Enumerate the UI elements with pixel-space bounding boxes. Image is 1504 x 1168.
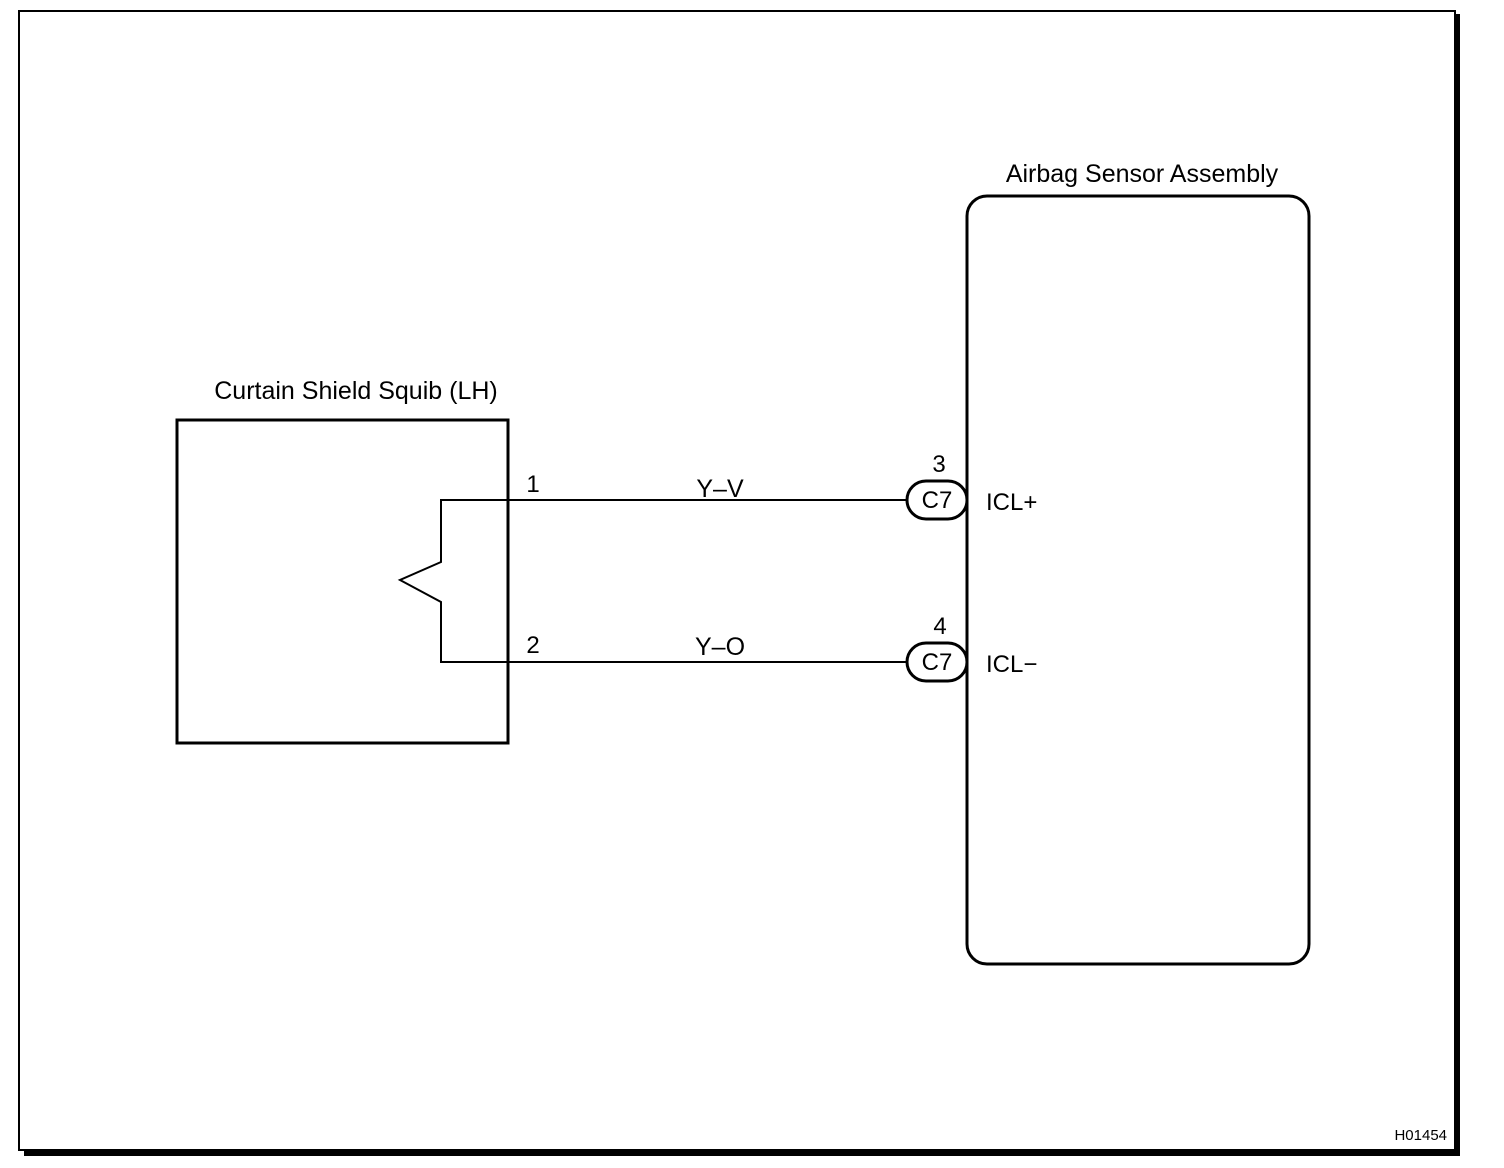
wire-2: Y–O (508, 633, 907, 663)
sensor-box (965, 194, 1311, 966)
diagram-frame (18, 10, 1456, 1151)
connector-pin-4-number: 4 (933, 613, 946, 640)
wire-1: Y–V (508, 475, 907, 503)
squib-pin-1-label: 1 (526, 471, 539, 498)
sensor-title: Airbag Sensor Assembly (1006, 160, 1279, 188)
connector-c7-pin3-label: C7 (922, 487, 953, 514)
squib-pin-2-label: 2 (526, 632, 539, 659)
figure-code: H01454 (1394, 1127, 1447, 1144)
connector-c7-pin3: C7 3 (905, 451, 969, 521)
connector-c7-pin4: C7 4 (905, 613, 969, 683)
sensor-terminal-icl-minus: ICL− (986, 651, 1037, 678)
connector-c7-pin4-shape (905, 641, 969, 683)
sensor-terminal-icl-plus: ICL+ (986, 489, 1037, 516)
squib-component: Curtain Shield Squib (LH) 1 2 (175, 377, 540, 745)
squib-title: Curtain Shield Squib (LH) (214, 377, 497, 405)
connector-c7-pin4-label: C7 (922, 649, 953, 676)
wire-2-color-code: Y–O (695, 633, 745, 661)
squib-element-symbol (397, 499, 508, 663)
squib-box (175, 418, 510, 745)
sensor-component: Airbag Sensor Assembly ICL+ ICL− (965, 160, 1311, 966)
connector-c7-pin3-shape (905, 479, 969, 521)
wire-1-color-code: Y–V (696, 475, 744, 503)
connector-pin-3-number: 3 (932, 451, 945, 478)
